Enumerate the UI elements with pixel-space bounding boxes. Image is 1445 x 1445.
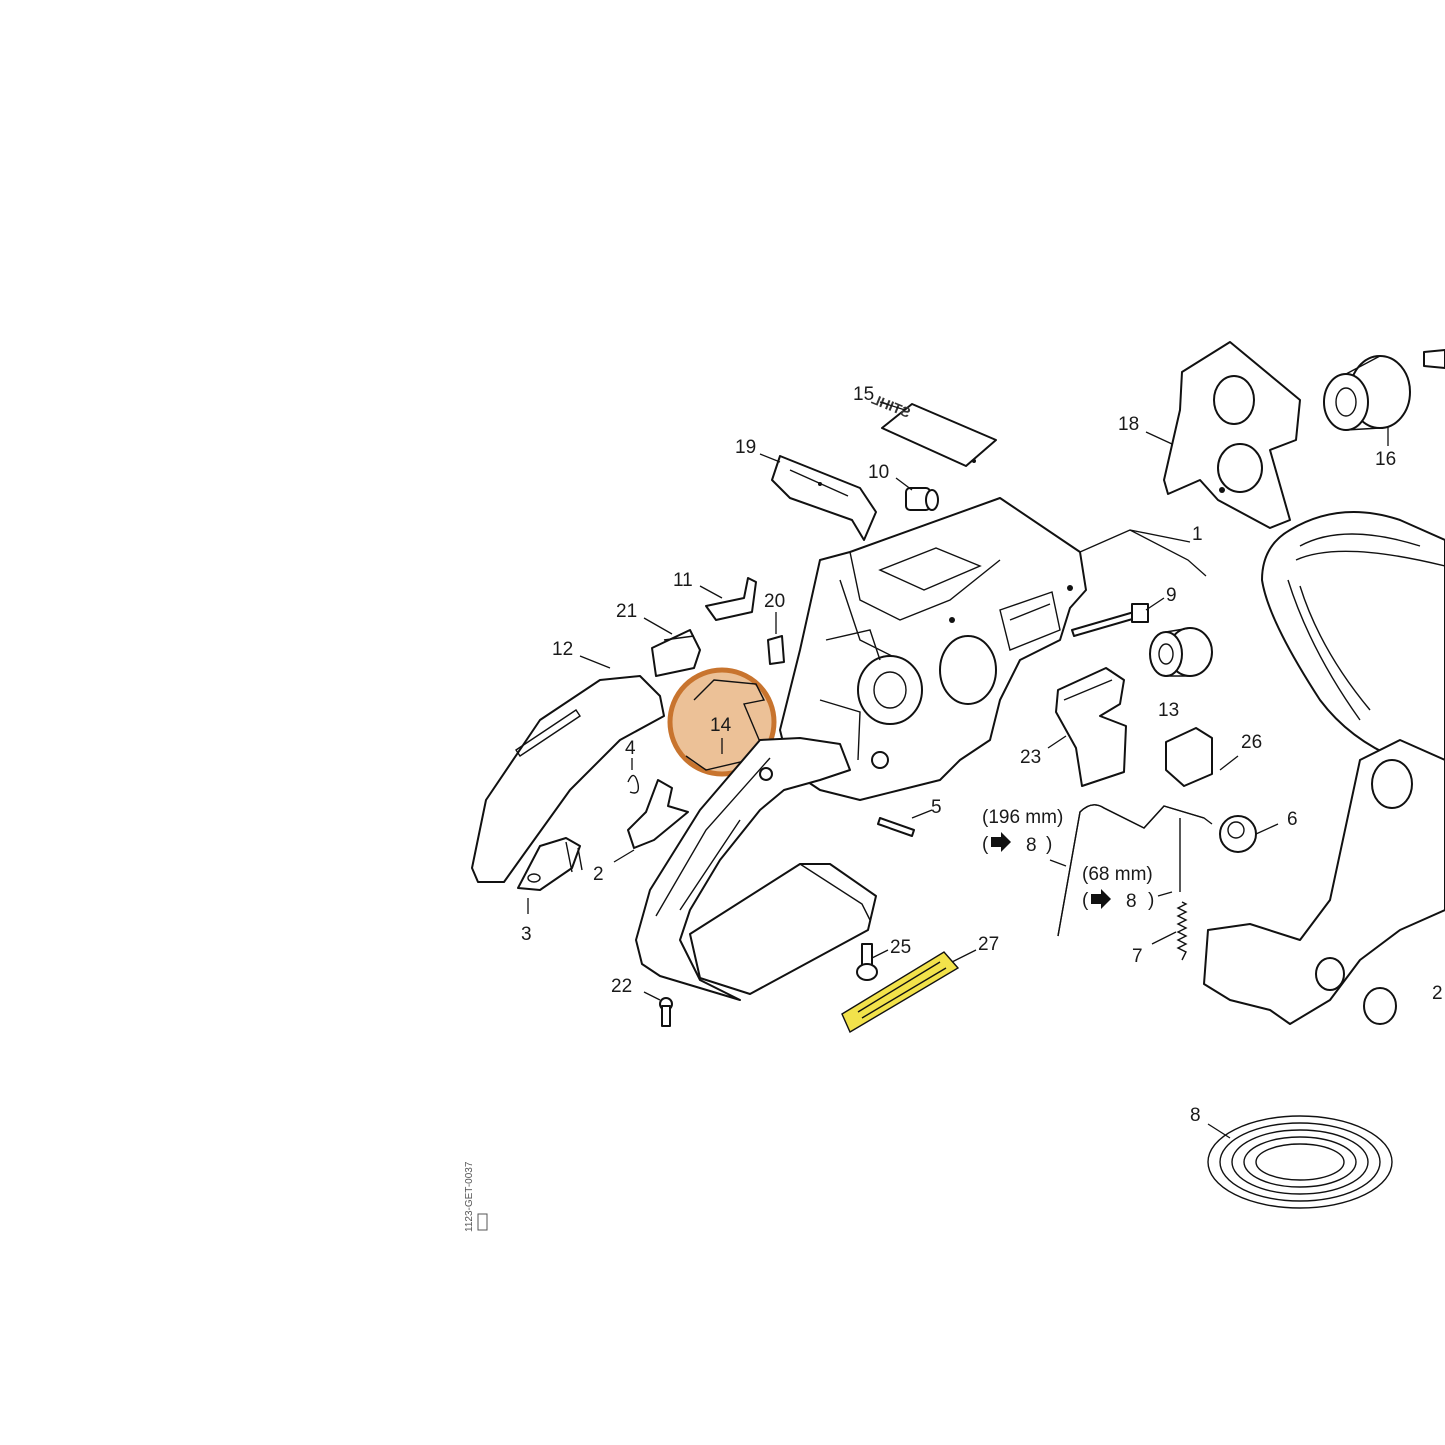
hose-length-note-68: (68 mm) ( 8 ) xyxy=(1082,864,1154,912)
label-25: 25 xyxy=(890,937,911,958)
part-26-cover xyxy=(1165,727,1213,787)
label-14: 14 xyxy=(710,715,732,736)
part-3-lever xyxy=(517,837,583,891)
label-10: 10 xyxy=(868,462,889,483)
part-25-screw xyxy=(856,943,878,981)
length-196: (196 mm) xyxy=(982,807,1063,828)
label-15: 15 xyxy=(853,384,874,405)
part-13-buffer xyxy=(1149,627,1213,677)
label-4: 4 xyxy=(625,738,636,759)
label-2: 2 xyxy=(593,864,604,885)
part-2-trigger xyxy=(627,779,689,849)
arrow-icon xyxy=(1091,889,1111,909)
label-9: 9 xyxy=(1166,585,1177,606)
part-12-handle-molding xyxy=(471,675,665,883)
part-5-pin xyxy=(877,817,915,837)
label-22: 22 xyxy=(611,976,632,997)
label-19: 19 xyxy=(735,437,756,458)
label-18: 18 xyxy=(1118,414,1139,435)
part-18-cover xyxy=(1163,341,1301,529)
part-10-bushing xyxy=(905,487,939,511)
part-8-hose xyxy=(1057,804,1213,937)
part-4-spring xyxy=(627,774,640,794)
label-8-ref-2: 8 xyxy=(1126,891,1137,912)
label-2-right: 2 xyxy=(1432,983,1443,1004)
ref-open-1: ( xyxy=(982,834,989,855)
drawing-code: 1123-GET-0037 xyxy=(464,1161,488,1232)
label-13: 13 xyxy=(1158,700,1179,721)
part-16-buffer xyxy=(1323,349,1445,431)
label-1: 1 xyxy=(1192,524,1203,545)
ref-close-1: ) xyxy=(1046,834,1052,855)
arrow-icon xyxy=(991,832,1011,852)
label-5: 5 xyxy=(931,797,942,818)
label-3: 3 xyxy=(521,924,532,945)
part-15-logo-plate: STIHL xyxy=(869,391,997,467)
part-27-label xyxy=(841,951,960,1034)
part-23-bracket xyxy=(1055,667,1127,787)
part-19-strip xyxy=(771,455,877,541)
label-8-coil: 8 xyxy=(1190,1105,1201,1126)
part-8-coil xyxy=(1207,1115,1393,1209)
part-number-labels: 1 2 3 4 5 6 7 8 9 10 11 12 13 14 15 16 1… xyxy=(521,384,1443,1126)
label-20: 20 xyxy=(764,591,785,612)
part-6-plug xyxy=(1219,815,1257,853)
drawing-code-text: 1123-GET-0037 xyxy=(464,1161,475,1232)
ref-open-2: ( xyxy=(1082,890,1089,911)
part-1-crankcase xyxy=(779,497,1087,801)
part-11-lever xyxy=(705,577,757,621)
rear-handle-tank xyxy=(635,737,877,1001)
part-14-trigger xyxy=(667,667,777,777)
part-22-screw xyxy=(659,997,673,1027)
part-21-interlock xyxy=(651,629,701,677)
label-27: 27 xyxy=(978,934,999,955)
label-21: 21 xyxy=(616,601,637,622)
part-7-spring xyxy=(1176,901,1188,961)
label-16: 16 xyxy=(1375,449,1396,470)
label-12: 12 xyxy=(552,639,573,660)
hose-length-note-196: (196 mm) ( 8 ) xyxy=(982,807,1063,856)
part-20-clip xyxy=(767,635,785,665)
label-11: 11 xyxy=(673,570,693,591)
part-9-screw xyxy=(1071,603,1149,637)
part-14-highlight[interactable] xyxy=(667,667,777,777)
label-7: 7 xyxy=(1132,946,1143,967)
label-23: 23 xyxy=(1020,747,1041,768)
handlebar xyxy=(1203,511,1445,1025)
label-26: 26 xyxy=(1241,732,1262,753)
label-8-ref-1: 8 xyxy=(1026,835,1037,856)
length-68: (68 mm) xyxy=(1082,864,1153,885)
label-6: 6 xyxy=(1287,809,1298,830)
ref-close-2: ) xyxy=(1148,890,1154,911)
